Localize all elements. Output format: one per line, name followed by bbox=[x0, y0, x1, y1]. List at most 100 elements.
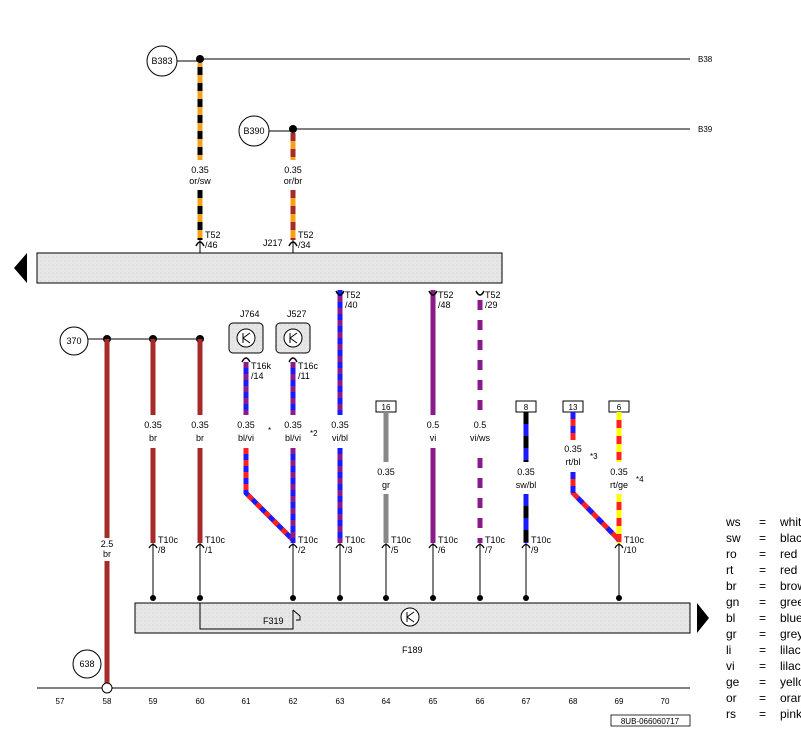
legend-text: pink bbox=[780, 707, 801, 721]
ref-box-label: 13 bbox=[569, 403, 578, 412]
transistor-icon bbox=[400, 607, 420, 627]
t10c-pin-67: T10c /9 bbox=[521, 535, 552, 601]
wire-color-label: vi bbox=[430, 433, 437, 443]
legend-code: ge bbox=[726, 675, 740, 689]
component-j527-label: J527 bbox=[287, 309, 307, 319]
legend-code: rt bbox=[726, 563, 734, 577]
wire-size-label: 0.35 bbox=[144, 420, 162, 430]
transistor-symbol bbox=[242, 332, 251, 344]
ref-box-label: 16 bbox=[382, 403, 391, 412]
wire-size-label: 0.35 bbox=[191, 420, 209, 430]
wire-size-label: 0.5 bbox=[474, 420, 487, 430]
wire-size-label: 0.35 bbox=[517, 467, 535, 477]
legend-text: whit bbox=[779, 515, 801, 529]
wire-color-label: bl/vi bbox=[285, 433, 301, 443]
legend-code: gn bbox=[726, 595, 739, 609]
connector-pin-label: /8 bbox=[158, 545, 166, 555]
transistor-symbol bbox=[406, 611, 415, 623]
wire-color-label: bl/vi bbox=[238, 433, 254, 443]
connector-pin-label: /14 bbox=[251, 371, 264, 381]
f319-wire bbox=[199, 603, 294, 630]
connector-symbol bbox=[475, 290, 485, 296]
component-j764-label: J764 bbox=[240, 309, 260, 319]
t10c-pin-65: T10c /6 bbox=[428, 535, 459, 601]
legend-code: ws bbox=[725, 515, 741, 529]
connector-label: T16c bbox=[298, 361, 319, 371]
node-370 bbox=[59, 326, 89, 356]
track-number: 61 bbox=[242, 697, 251, 706]
connector-pin-label: /46 bbox=[205, 240, 218, 250]
connector-symbol bbox=[241, 357, 251, 363]
sheet-ref-b39: B39 bbox=[698, 125, 713, 134]
node-b383-label: B383 bbox=[151, 56, 172, 66]
connector-label: T10c bbox=[298, 535, 319, 545]
track-number: 58 bbox=[103, 697, 112, 706]
t10c-connector-row: T10c /8 T10c /1 T10c /2 T10c /3 bbox=[148, 535, 645, 601]
wire-color-label: sw/bl bbox=[516, 480, 537, 490]
wire-size-label: 0.35 bbox=[284, 165, 302, 175]
legend-text: lilac bbox=[780, 659, 801, 673]
legend-code: ro bbox=[726, 547, 737, 561]
connector-pin-label: /34 bbox=[298, 240, 311, 250]
t10c-pin-66: T10c /7 bbox=[475, 535, 506, 601]
footnote-marker: *2 bbox=[310, 429, 318, 438]
footnote-marker: * bbox=[268, 426, 271, 435]
connector-pin-label: /6 bbox=[438, 545, 446, 555]
t10c-pin-59: T10c /8 bbox=[148, 535, 179, 601]
legend-code: br bbox=[726, 579, 737, 593]
connector-label: T10c bbox=[531, 535, 552, 545]
connector-pin-label: /3 bbox=[345, 545, 353, 555]
t10c-pin-62: T10c /2 bbox=[288, 535, 319, 601]
switch-f319-label: F319 bbox=[263, 616, 284, 626]
wire-color-label: vi/bl bbox=[332, 433, 348, 443]
connector-pin-label: /40 bbox=[345, 300, 358, 310]
wire-size-label: 0.35 bbox=[331, 420, 349, 430]
legend-eq: = bbox=[759, 675, 766, 689]
wire-color-label: vi/ws bbox=[470, 433, 490, 443]
connector-pin-label: /5 bbox=[391, 545, 399, 555]
node-638 bbox=[72, 649, 102, 679]
legend-text: blac bbox=[780, 531, 801, 545]
junction-dot bbox=[289, 125, 297, 133]
label-bg bbox=[96, 538, 118, 561]
track-number: 62 bbox=[289, 697, 298, 706]
color-legend: ws = whit sw = blac ro = red rt = red br… bbox=[725, 515, 801, 721]
wire-color-label: or/br bbox=[284, 176, 303, 186]
connector-label: T52 bbox=[485, 290, 501, 300]
t10c-pin-69: T10c /10 bbox=[614, 535, 645, 601]
connector-pin-label: /7 bbox=[485, 545, 493, 555]
legend-eq: = bbox=[759, 563, 766, 577]
legend-code: rs bbox=[726, 707, 736, 721]
legend-eq: = bbox=[759, 595, 766, 609]
track-number: 60 bbox=[196, 697, 205, 706]
legend-code: vi bbox=[726, 659, 735, 673]
connector-pin-label: /1 bbox=[205, 545, 213, 555]
connector-label: T16k bbox=[251, 361, 272, 371]
continue-left-arrow bbox=[14, 253, 27, 283]
transistor-icon bbox=[236, 328, 256, 348]
legend-eq: = bbox=[759, 531, 766, 545]
track-number: 70 bbox=[661, 697, 670, 706]
footnote-marker: *3 bbox=[590, 452, 598, 461]
ref-box-label: 6 bbox=[617, 403, 622, 412]
connector-label: T52 bbox=[205, 230, 221, 240]
node-b390 bbox=[238, 115, 270, 147]
wire-size-label: 0.35 bbox=[191, 165, 209, 175]
wire-size-label: 0.5 bbox=[427, 420, 440, 430]
connector-pin-label: /11 bbox=[298, 371, 310, 381]
legend-eq: = bbox=[759, 515, 766, 529]
t10c-pin-64: T10c /5 bbox=[381, 535, 412, 601]
wire-color-label: br bbox=[149, 433, 157, 443]
legend-eq: = bbox=[759, 627, 766, 641]
node-b383 bbox=[146, 45, 178, 77]
track-number: 63 bbox=[336, 697, 345, 706]
legend-text: grey bbox=[780, 627, 801, 641]
connector-pin-label: /48 bbox=[438, 300, 451, 310]
track-number: 67 bbox=[522, 697, 531, 706]
connector-label: T10c bbox=[391, 535, 412, 545]
legend-code: gr bbox=[726, 627, 737, 641]
continue-right-arrow bbox=[697, 603, 709, 633]
track-number: 65 bbox=[429, 697, 438, 706]
